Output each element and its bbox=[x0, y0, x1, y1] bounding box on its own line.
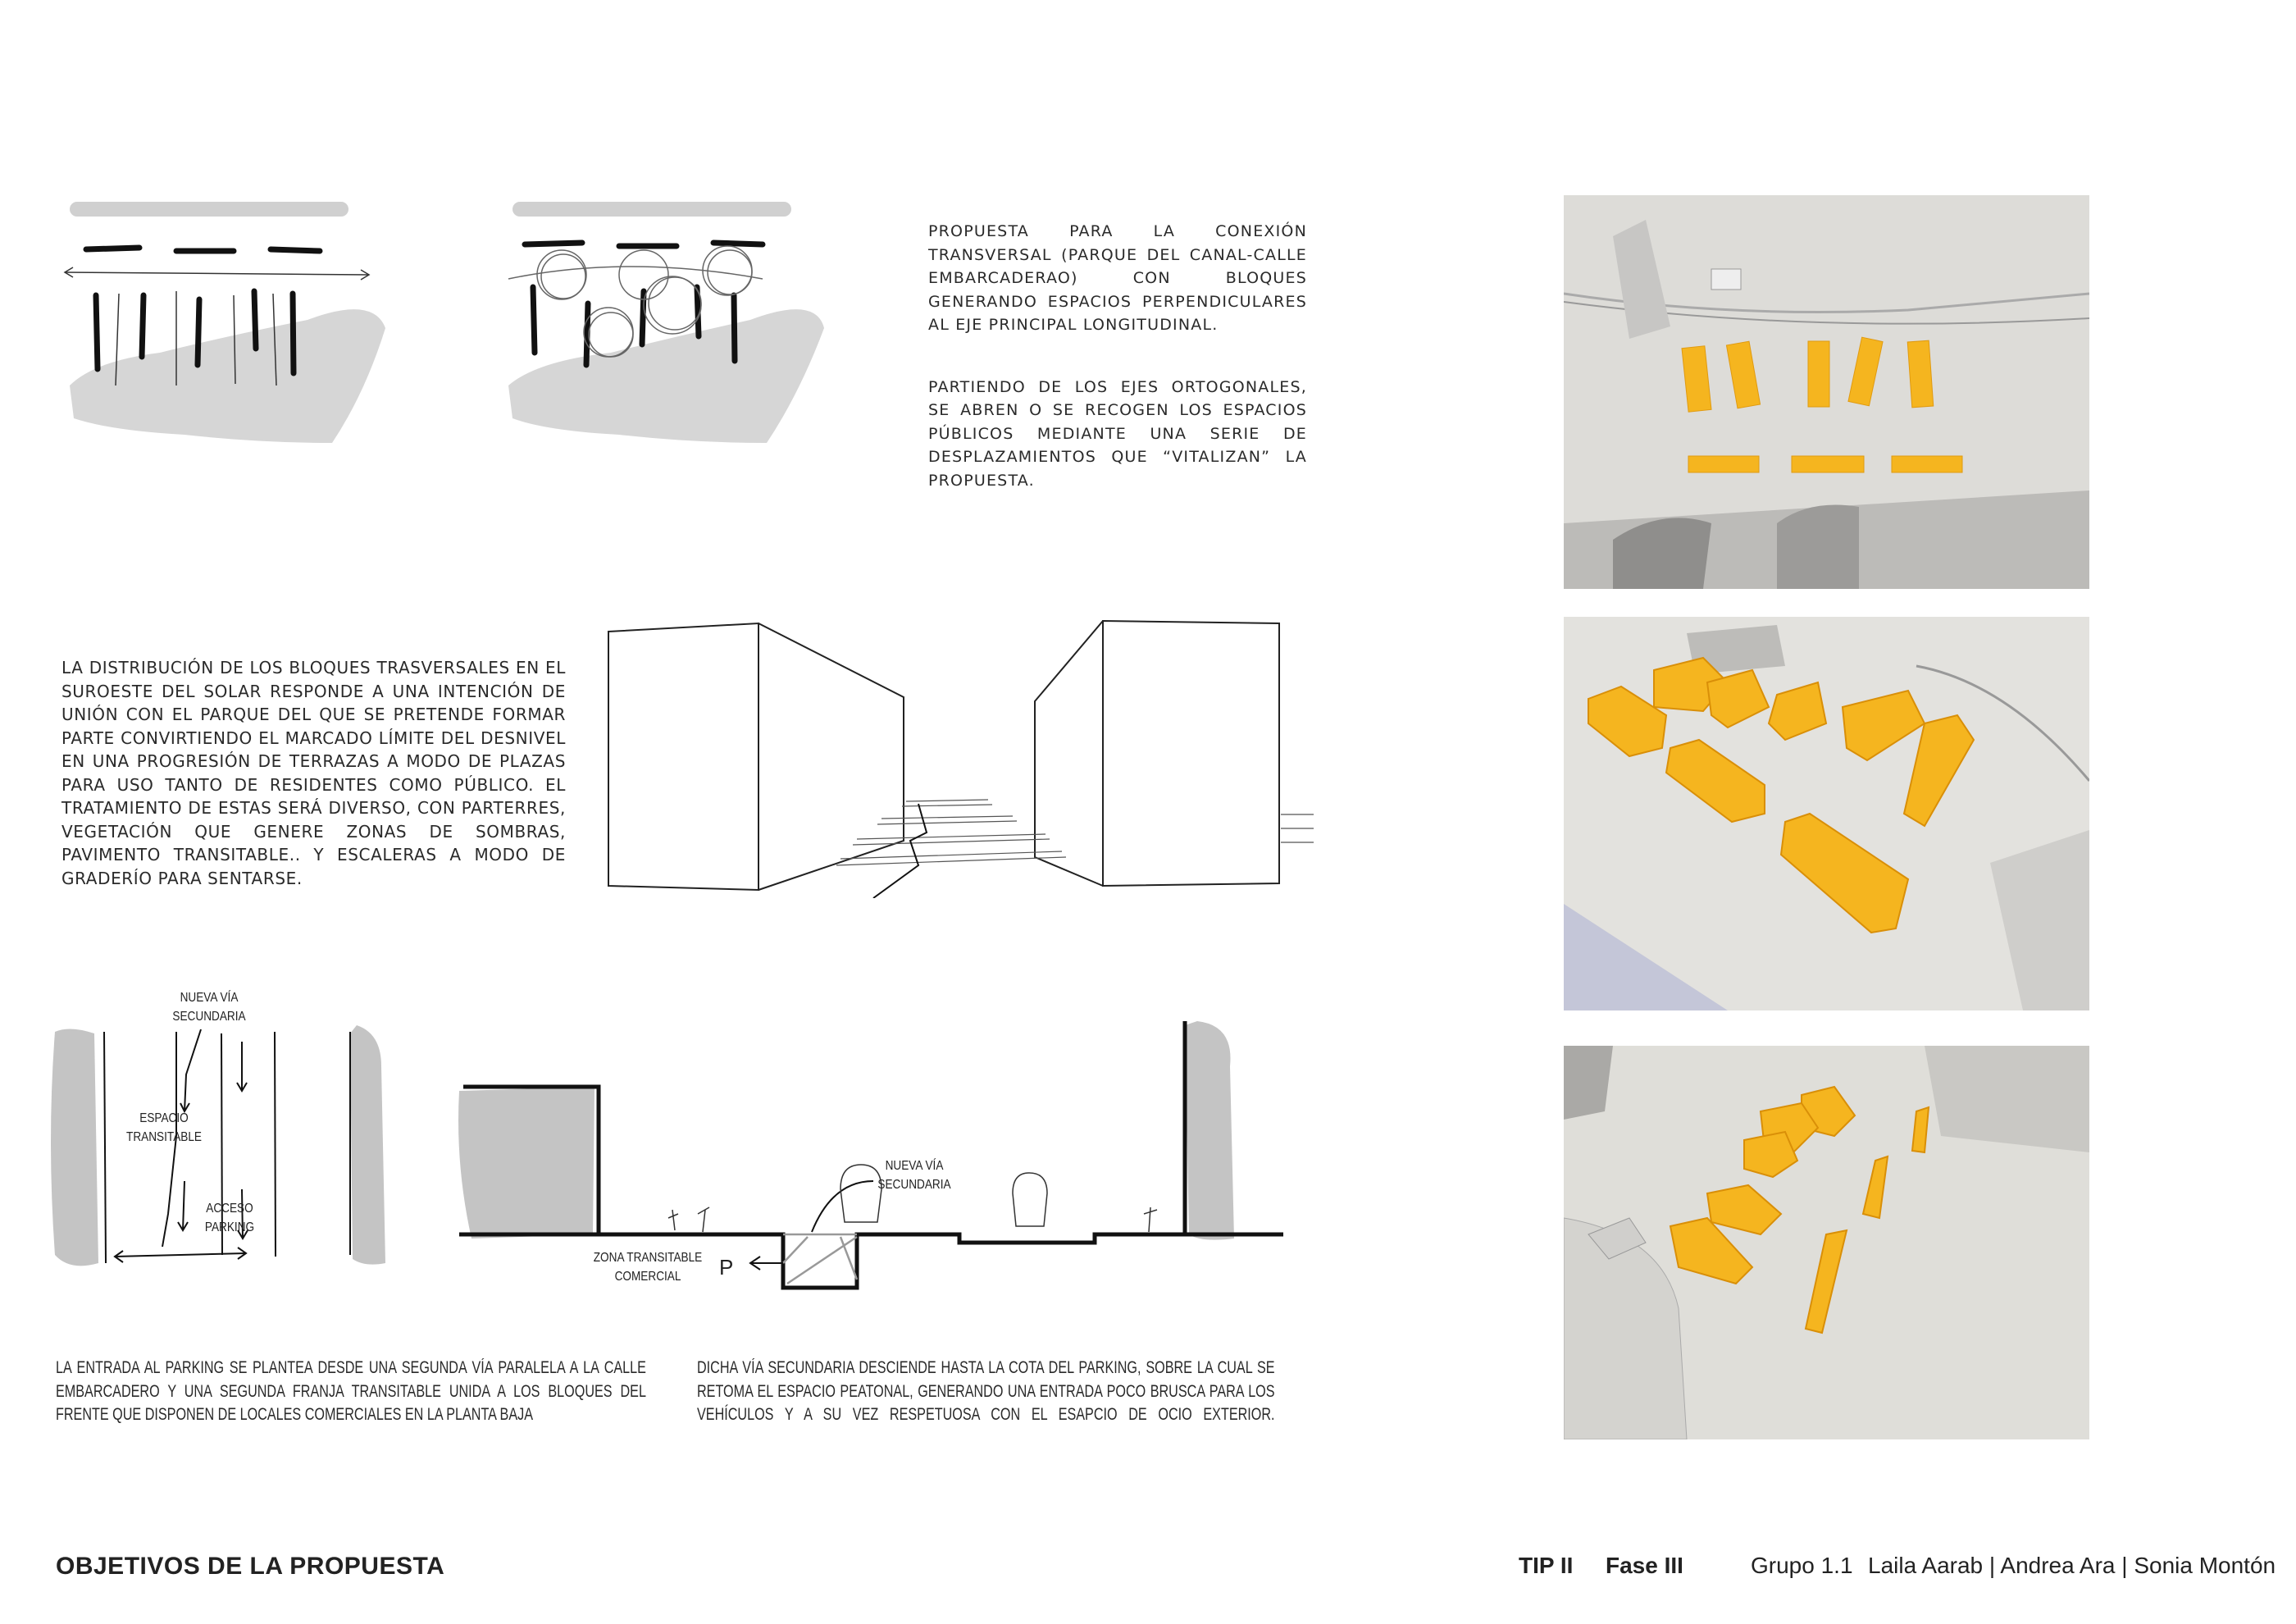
concept-sketch-spaces bbox=[508, 202, 824, 443]
page-title: OBJETIVOS DE LA PROPUESTA bbox=[56, 1553, 445, 1580]
proposal-paragraph-2: PARTIENDO DE LOS EJES ORTOGONALES, SE AB… bbox=[928, 377, 1307, 490]
model-photo-top-view bbox=[1564, 195, 2089, 589]
parking-access-plan bbox=[51, 1025, 385, 1266]
model-photo-perspective bbox=[1564, 617, 2089, 1010]
secondary-road-description: DICHA VÍA SECUNDARIA DESCIENDE HASTA LA … bbox=[697, 1358, 1275, 1424]
parking-entrance-description: LA ENTRADA AL PARKING SE PLANTEA DESDE U… bbox=[56, 1358, 646, 1424]
footer-group: Grupo 1.1 bbox=[1751, 1553, 1853, 1578]
footer-course: TIP II bbox=[1519, 1553, 1574, 1578]
footer-phase: Fase III bbox=[1606, 1553, 1683, 1578]
block-distribution-description: LA DISTRIBUCIÓN DE LOS BLOQUES TRASVERSA… bbox=[61, 658, 566, 888]
proposal-paragraph-1: PROPUESTA PARA LA CONEXIÓN TRANSVERSAL (… bbox=[928, 222, 1307, 334]
footer-authors: Laila Aarab | Andrea Ara | Sonia Montón bbox=[1868, 1553, 2276, 1578]
concept-sketch-axes bbox=[63, 202, 385, 443]
perspective-terraces-sketch bbox=[608, 619, 1314, 898]
plan-label-espacio-transitable: ESPACIO TRANSITABLE bbox=[126, 1111, 202, 1144]
model-photo-oblique bbox=[1564, 1046, 2089, 1439]
parking-access-section bbox=[458, 1021, 1283, 1290]
plan-label-nueva-via: NUEVA VÍA SECUNDARIA bbox=[172, 991, 246, 1024]
section-label-zona-transitable: ZONA TRANSITABLE COMERCIAL bbox=[593, 1251, 703, 1284]
proposal-description: PROPUESTA PARA LA CONEXIÓN TRANSVERSAL (… bbox=[928, 220, 1307, 492]
plan-label-acceso-parking: ACCESO PARKING bbox=[204, 1202, 255, 1234]
parking-symbol: P bbox=[719, 1255, 734, 1280]
section-label-nueva-via: NUEVA VÍA SECUNDARIA bbox=[877, 1159, 951, 1192]
